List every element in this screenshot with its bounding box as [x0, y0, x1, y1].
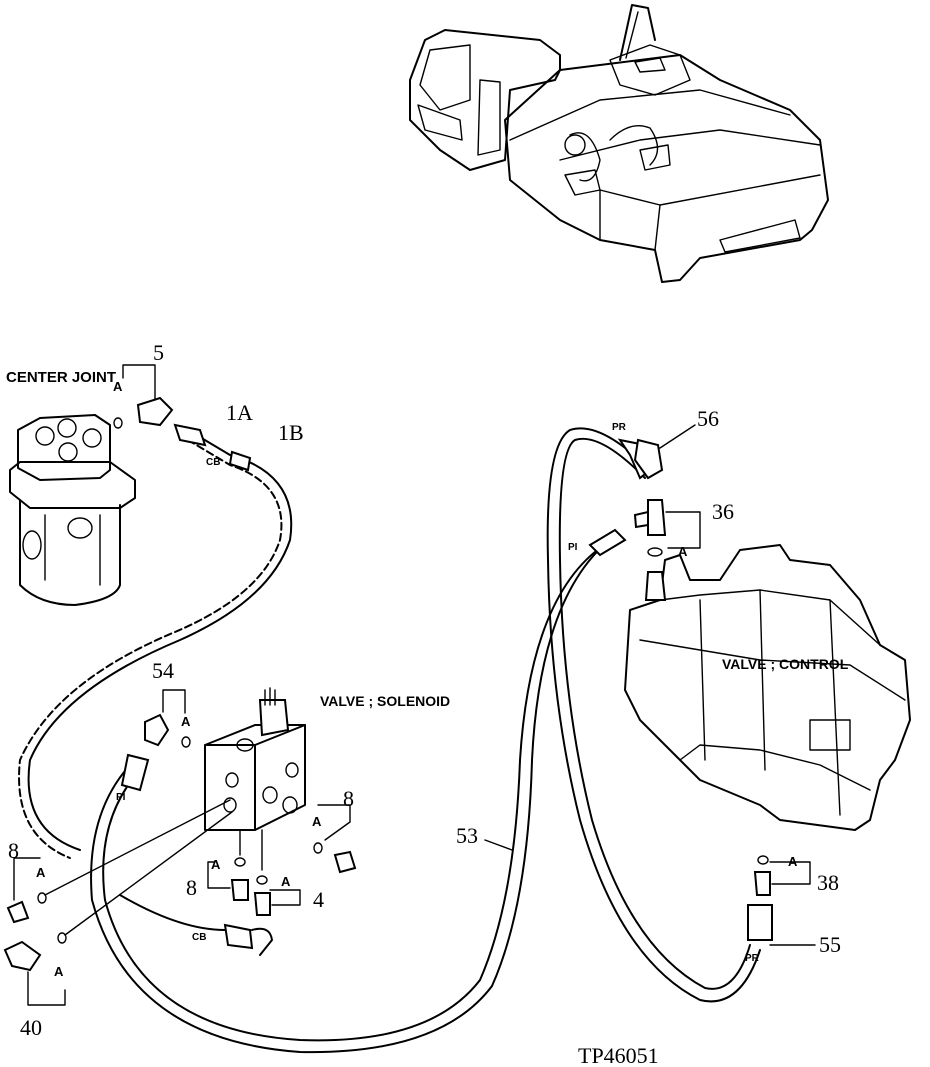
fittings	[3, 396, 771, 972]
solenoid-valve-illustration	[204, 687, 306, 871]
part-number-40: 40	[20, 1015, 42, 1040]
callout-brackets	[13, 364, 816, 1006]
o-ring-36	[647, 547, 663, 557]
port-code-pr-upper: PR	[612, 422, 627, 433]
part-number-1b: 1B	[278, 420, 304, 445]
port-code-cb-upper: CB	[206, 457, 220, 468]
plug-8-center	[230, 879, 249, 901]
port-code-a-4: A	[281, 874, 291, 889]
port-code-a-54: A	[181, 714, 191, 729]
fitting-5	[136, 396, 174, 427]
fitting-40	[3, 940, 42, 972]
part-number-38: 38	[817, 870, 839, 895]
part-number-8-right: 8	[343, 786, 354, 811]
part-number-5: 5	[153, 340, 164, 365]
o-ring-5	[113, 417, 123, 429]
fitting-36	[647, 499, 667, 536]
o-ring-4	[256, 875, 268, 885]
part-number-55: 55	[819, 932, 841, 957]
fitting-38	[753, 871, 771, 896]
part-number-53: 53	[456, 823, 478, 848]
port-code-a-5: A	[113, 379, 123, 394]
part-number-8-left: 8	[8, 838, 19, 863]
fitting-56	[633, 438, 664, 480]
part-number-56: 56	[697, 406, 719, 431]
center-joint-illustration	[9, 414, 136, 606]
port-code-pi-left: PI	[116, 792, 126, 803]
label-center-joint: CENTER JOINT	[6, 369, 116, 386]
plug-8-left	[6, 900, 30, 924]
control-valve-illustration	[624, 544, 911, 831]
labels: CENTER JOINT VALVE ; SOLENOID VALVE ; CO…	[6, 340, 849, 1067]
hose-1a-1b	[18, 423, 293, 859]
port-code-a-8-right: A	[312, 814, 322, 829]
o-ring-38	[757, 855, 769, 865]
port-code-a-8-left: A	[36, 865, 46, 880]
port-code-a-40: A	[54, 964, 64, 979]
o-ring-40	[57, 932, 67, 944]
plug-8-right	[333, 850, 357, 874]
port-code-a-36: A	[678, 544, 688, 559]
o-ring-8-left	[37, 892, 47, 904]
o-ring-54	[181, 736, 191, 748]
hose-53	[90, 528, 627, 1054]
port-code-pi-right: PI	[568, 542, 578, 553]
part-number-8-center: 8	[186, 875, 197, 900]
o-ring-8-center	[234, 857, 246, 867]
part-number-1a: 1A	[226, 400, 253, 425]
o-ring-8-right	[313, 842, 323, 854]
fitting-4	[253, 892, 271, 916]
port-code-a-38: A	[788, 854, 798, 869]
port-code-cb-lower: CB	[192, 932, 206, 943]
figure-id: TP46051	[578, 1043, 659, 1067]
part-number-4: 4	[313, 887, 324, 912]
port-code-pr-lower: PR	[745, 953, 760, 964]
label-valve-solenoid: VALVE ; SOLENOID	[320, 693, 450, 709]
port-code-a-8-center: A	[211, 857, 221, 872]
excavator-overview-illustration	[409, 4, 829, 283]
fitting-54	[144, 713, 170, 747]
part-number-36: 36	[712, 499, 734, 524]
hose-cb-lower	[119, 894, 273, 956]
label-valve-control: VALVE ; CONTROL	[722, 656, 849, 672]
part-number-54: 54	[152, 658, 174, 683]
